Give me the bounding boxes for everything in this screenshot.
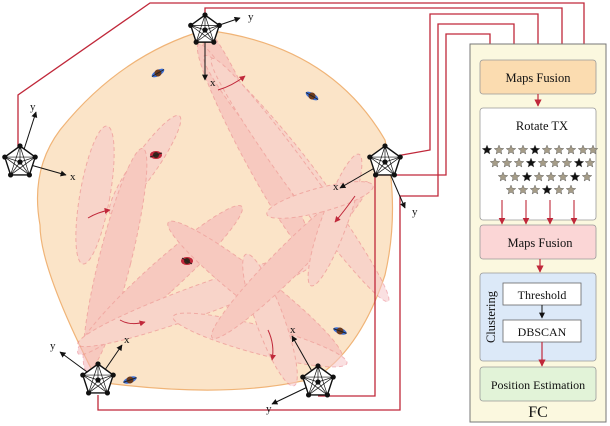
beam bbox=[210, 57, 390, 303]
star-icon bbox=[533, 171, 545, 182]
star-icon bbox=[561, 157, 573, 168]
x-axis-label: x bbox=[333, 181, 339, 193]
clustering-label: Clustering bbox=[484, 290, 498, 343]
star-icon bbox=[581, 171, 593, 182]
x-axis-label: x bbox=[70, 171, 76, 183]
person-icon bbox=[181, 257, 193, 265]
star-icon bbox=[587, 144, 599, 155]
targets bbox=[123, 68, 347, 384]
anchor-node-right: xy bbox=[333, 143, 418, 218]
y-axis-label: y bbox=[248, 11, 254, 23]
star-icon bbox=[509, 171, 521, 182]
beam bbox=[75, 125, 115, 265]
star-icon bbox=[513, 157, 525, 168]
wires bbox=[17, 2, 588, 411]
star-icon bbox=[553, 144, 565, 155]
star-icon bbox=[541, 144, 553, 155]
star-icon bbox=[557, 171, 569, 182]
y-axis-label: y bbox=[266, 403, 272, 415]
star-icon bbox=[481, 144, 493, 155]
anchor-node-bottom-left: xy bbox=[50, 334, 130, 396]
star-icon bbox=[573, 157, 585, 168]
star-icon bbox=[497, 171, 509, 182]
position-estimation-label: Position Estimation bbox=[491, 378, 585, 392]
anchor-node-left: xy bbox=[2, 101, 76, 183]
star-icon bbox=[501, 157, 513, 168]
star-icon bbox=[541, 184, 553, 195]
star-icon bbox=[553, 184, 565, 195]
star-icon bbox=[517, 184, 529, 195]
position-estimation-box bbox=[479, 366, 597, 402]
rotate-to-fusion-arrows bbox=[498, 200, 578, 225]
person-icon bbox=[149, 151, 163, 159]
star-icon bbox=[577, 144, 589, 155]
drone-icon bbox=[333, 327, 347, 335]
star-icon bbox=[517, 144, 529, 155]
star-icon bbox=[529, 184, 541, 195]
y-axis-label: y bbox=[50, 340, 56, 352]
star-icon bbox=[521, 171, 533, 182]
star-icon bbox=[565, 184, 577, 195]
star-icon bbox=[565, 144, 577, 155]
drone-icon bbox=[305, 91, 319, 101]
x-axis-label: x bbox=[210, 77, 216, 89]
star-icon bbox=[545, 171, 557, 182]
star-icon bbox=[505, 144, 517, 155]
star-icon bbox=[493, 144, 505, 155]
star-icon bbox=[525, 157, 537, 168]
maps-fusion-mid-label: Maps Fusion bbox=[508, 236, 574, 250]
fc-label: FC bbox=[528, 404, 548, 421]
star-icon bbox=[537, 157, 549, 168]
beam-group bbox=[75, 27, 390, 387]
star-icon bbox=[584, 157, 596, 168]
anchor-node-top: xy bbox=[188, 11, 254, 89]
beam bbox=[266, 181, 374, 219]
star-icon bbox=[549, 157, 561, 168]
maps-fusion-mid-box bbox=[479, 224, 597, 260]
anchor-node-bottom-right: xy bbox=[266, 324, 336, 415]
rotation-arcs bbox=[87, 75, 356, 361]
threshold-label: Threshold bbox=[518, 288, 567, 302]
rotate-tx-label: Rotate TX bbox=[516, 119, 568, 133]
beam bbox=[82, 147, 148, 373]
star-icon bbox=[569, 171, 581, 182]
maps-fusion-top-label: Maps Fusion bbox=[506, 71, 572, 85]
star-icon bbox=[505, 184, 517, 195]
rotate-tx-stars bbox=[481, 144, 599, 195]
star-icon bbox=[489, 157, 501, 168]
drone-icon bbox=[123, 376, 137, 384]
star-icon bbox=[529, 144, 541, 155]
x-axis-label: x bbox=[124, 334, 130, 346]
y-axis-label: y bbox=[412, 206, 418, 218]
y-axis-label: y bbox=[30, 101, 36, 113]
dbscan-label: DBSCAN bbox=[518, 325, 567, 339]
x-axis-label: x bbox=[290, 324, 296, 336]
drone-icon bbox=[151, 68, 165, 78]
